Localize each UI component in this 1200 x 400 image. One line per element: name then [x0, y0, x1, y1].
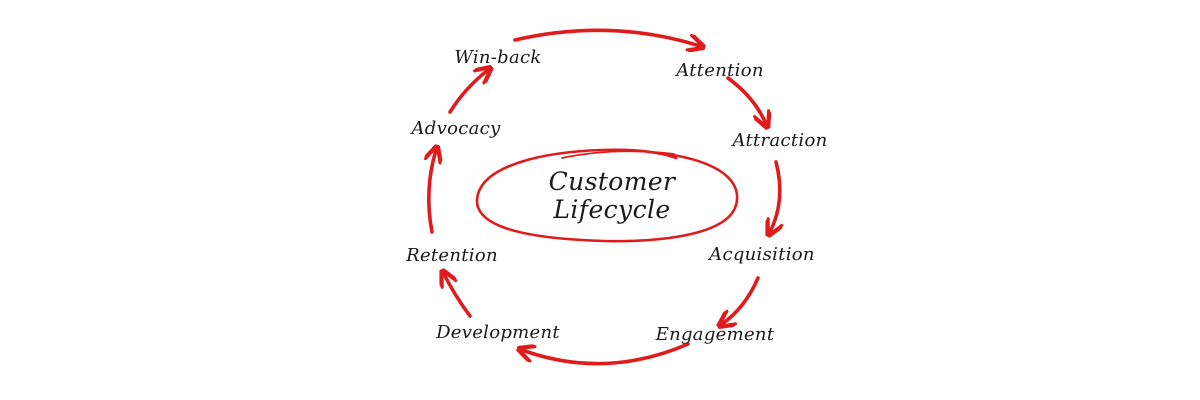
stage-label-attention: Attention: [674, 60, 764, 81]
arrow-development-to-retention: [444, 274, 472, 318]
arrow-acquisition-to-engagement: [722, 276, 760, 324]
stage-label-advocacy: Advocacy: [410, 118, 502, 139]
stage-label-acquisition: Acquisition: [707, 244, 815, 265]
arrow-attraction-to-acquisition: [770, 160, 780, 232]
stage-label-development: Development: [435, 322, 560, 343]
arrow-advocacy-to-winback: [448, 70, 488, 114]
stage-label-winback: Win-back: [454, 47, 541, 68]
cycle-arrows: [429, 28, 780, 366]
arrow-attention-to-attraction: [726, 76, 766, 124]
center-ellipse-flourish: [561, 150, 675, 159]
center-ellipse-stroke: [475, 148, 739, 243]
stage-label-attraction: Attraction: [731, 130, 828, 151]
arrow-retention-to-advocacy: [429, 150, 436, 234]
arrow-winback-to-attention: [513, 28, 700, 46]
stage-label-engagement: Engagement: [655, 324, 775, 345]
center-ellipse: [475, 148, 739, 243]
stage-label-retention: Retention: [405, 245, 498, 266]
center-title-line2: Lifecycle: [552, 195, 670, 224]
center-title-line1: Customer: [549, 167, 677, 196]
arrow-engagement-to-development: [522, 342, 690, 366]
